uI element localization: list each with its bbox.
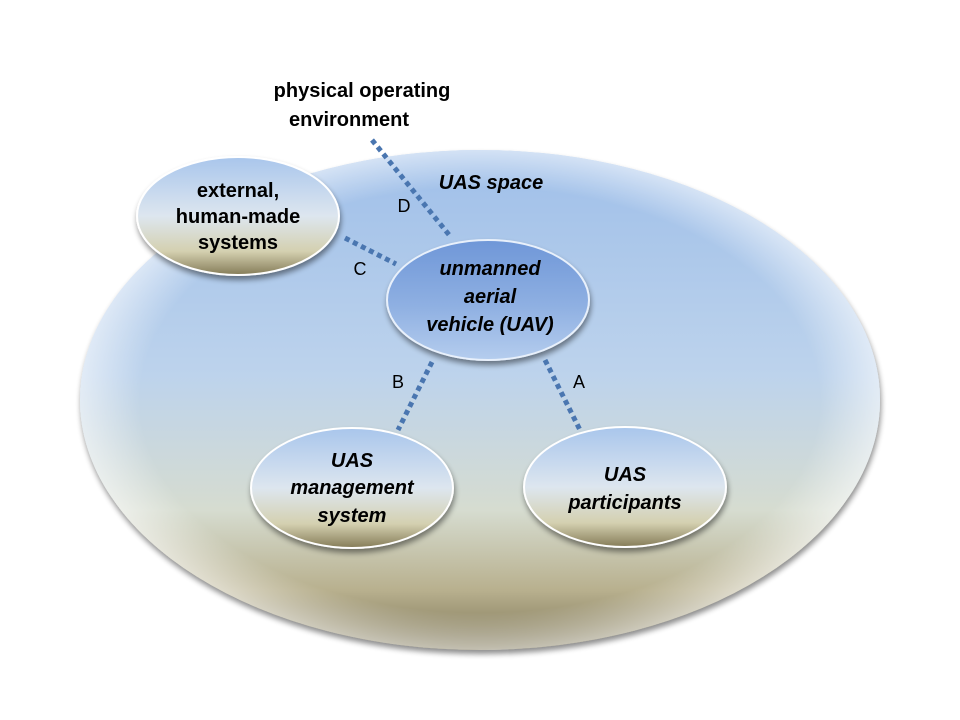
uav-line1: unmanned [439,258,541,280]
uav-line2: aerial [464,286,517,308]
external-systems-line1: external, [197,180,279,202]
external-systems-line2: human-made [176,206,300,228]
edge-c-label: C [354,259,367,279]
external-systems-line3: systems [198,232,278,254]
management-system-node: UAS management system [250,427,454,549]
environment-label: physical operating environment [274,80,451,131]
uav-line3: vehicle (UAV) [426,314,554,336]
uas-space-label: UAS space [439,172,544,194]
uav-node: unmanned aerial vehicle (UAV) [386,239,590,361]
external-systems-node: external, human-made systems [136,156,340,276]
edge-b-label: B [392,372,404,392]
management-line3: system [318,505,387,527]
participants-line2: participants [567,492,681,514]
environment-line2: environment [289,109,409,131]
edge-b-line [395,360,435,432]
management-line1: UAS [331,450,374,472]
edge-d-label: D [398,196,411,216]
edge-d-line [370,138,452,238]
connector-lines [343,138,583,432]
edge-c-line [343,235,398,267]
participants-node: UAS participants [523,426,727,548]
participants-line1: UAS [604,464,647,486]
edge-a-label: A [573,372,585,392]
edge-a-line [542,358,583,432]
management-line2: management [290,477,415,499]
environment-line1: physical operating [274,80,451,102]
